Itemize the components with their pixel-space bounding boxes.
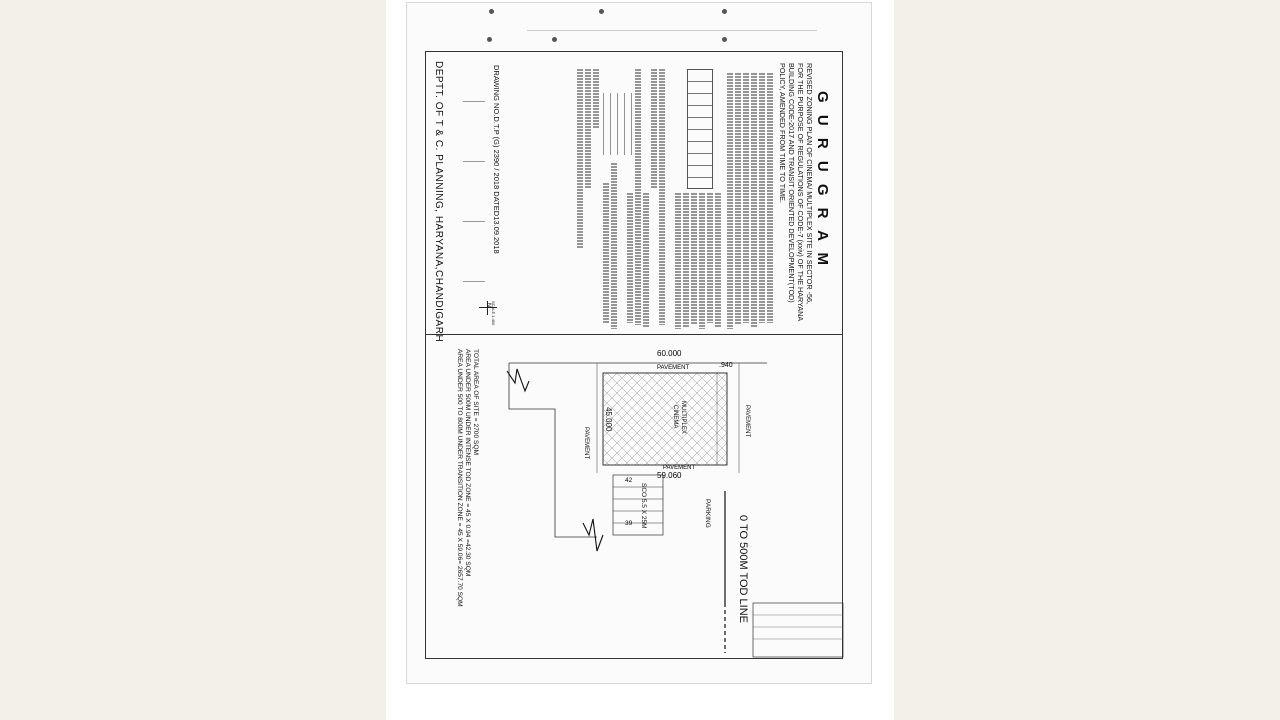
text-column	[577, 69, 583, 249]
north-arrow	[487, 301, 488, 315]
text-column	[635, 69, 641, 325]
fold-line	[527, 30, 817, 31]
sco-label: SCO 5.5 X 25M	[640, 483, 647, 529]
text-column	[743, 73, 749, 323]
text-column	[603, 183, 609, 323]
text-column	[611, 163, 617, 329]
site-label: MULTIPLEX	[680, 401, 686, 434]
north-arrow	[479, 307, 497, 308]
text-column	[683, 193, 689, 327]
area-intense: AREA UNDER 500M UNDER INTENSE TOD ZONE =…	[464, 349, 471, 577]
text-column	[691, 193, 697, 325]
text-column	[735, 73, 741, 325]
area-total: TOTAL AREA OF SITE = 2700 SQM	[472, 349, 479, 455]
approval-stamp	[752, 602, 844, 658]
sco-block	[612, 474, 664, 536]
break-line	[582, 518, 604, 552]
dimension-corner: .940	[719, 362, 733, 369]
site-label: CINEMA	[672, 405, 678, 429]
punch-hole	[487, 37, 492, 42]
text-column	[643, 193, 649, 327]
text-column	[767, 73, 773, 323]
pavement-label: PAVEMENT	[663, 465, 696, 471]
text-column	[651, 69, 657, 189]
break-line	[506, 368, 530, 393]
sco-number: 42	[625, 477, 633, 484]
signature-block	[463, 71, 485, 311]
dimension-bottom: 59.060	[657, 471, 682, 480]
pavement-label: PAVEMENT	[744, 405, 750, 438]
text-column	[585, 69, 591, 189]
text-column	[751, 73, 757, 328]
parking-label: PARKING	[704, 499, 711, 528]
pavement-label: PAVEMENT	[657, 365, 690, 371]
text-column	[627, 193, 633, 323]
text-column	[593, 69, 599, 129]
drawing-sheet: G U R U G R A M REVISED ZONING PLAN OF C…	[406, 2, 872, 684]
text-column	[699, 193, 705, 329]
frame-divider	[425, 334, 843, 335]
approval-list	[603, 93, 633, 155]
text-column	[715, 193, 721, 328]
multiplex-site-plot	[602, 372, 728, 466]
punch-hole	[489, 9, 494, 14]
punch-hole	[722, 9, 727, 14]
text-column	[727, 73, 733, 329]
pavement-label: PAVEMENT	[583, 427, 589, 460]
punch-hole	[722, 37, 727, 42]
notes-table	[687, 69, 713, 189]
dimension-top: 60.000	[657, 349, 682, 358]
site-plan	[506, 362, 844, 658]
road-edge	[508, 363, 597, 538]
text-column	[675, 193, 681, 329]
drawing-frame	[425, 51, 843, 659]
text-column	[759, 73, 765, 323]
dimension-side: 45.000	[604, 407, 613, 432]
sco-number: 39	[625, 520, 633, 527]
punch-hole	[599, 9, 604, 14]
area-transition: AREA UNDER 500 TO 800M UNDER TRANSITION …	[456, 349, 463, 607]
text-column	[707, 193, 713, 323]
tod-line-label: 0 TO 500M TOD LINE	[737, 515, 749, 624]
punch-hole	[552, 37, 557, 42]
text-column	[659, 69, 665, 325]
